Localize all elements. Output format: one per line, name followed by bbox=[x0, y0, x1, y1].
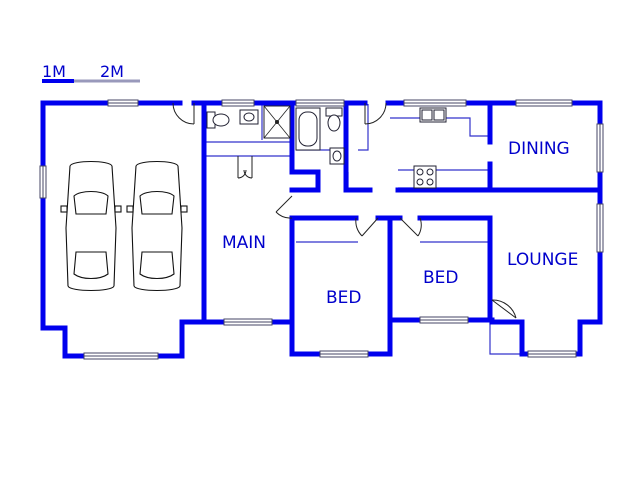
window-bed2-bottom bbox=[419, 316, 469, 324]
shower-icon bbox=[263, 105, 291, 139]
window-main-bottom bbox=[223, 318, 273, 326]
room-label-main: MAIN bbox=[222, 233, 266, 253]
fixtures bbox=[206, 105, 447, 189]
window-lounge-bottom bbox=[527, 350, 577, 358]
window-wc-top bbox=[221, 99, 255, 107]
door-bed-2 bbox=[399, 217, 422, 237]
window-garage-left bbox=[39, 165, 47, 199]
doors bbox=[172, 102, 517, 319]
interior-thin-lines bbox=[204, 104, 522, 355]
kitchen-sink-icon bbox=[419, 107, 447, 123]
toilet-icon bbox=[206, 111, 230, 129]
scale-label-2m: 2M bbox=[100, 62, 124, 81]
car-icon-right bbox=[126, 160, 188, 292]
window-dining-top bbox=[515, 99, 573, 107]
door-wardrobe bbox=[237, 156, 253, 179]
room-label-dining: DINING bbox=[508, 139, 570, 159]
stove-icon bbox=[413, 165, 437, 189]
walls bbox=[40, 100, 603, 359]
window-bed1-bottom bbox=[319, 350, 369, 358]
door-bed-1 bbox=[355, 217, 379, 237]
toilet-2-icon bbox=[325, 107, 343, 132]
window-dining-right bbox=[596, 123, 604, 173]
bath-basin-icon bbox=[329, 147, 345, 165]
window-garage-top bbox=[107, 99, 139, 107]
scale-bar: 1M 2M bbox=[42, 62, 140, 83]
door-garage bbox=[172, 102, 195, 125]
window-lounge-right bbox=[596, 203, 604, 253]
window-kitchen-top bbox=[403, 99, 467, 107]
door-lounge bbox=[491, 299, 517, 319]
room-label-lounge: LOUNGE bbox=[507, 250, 578, 270]
window-garage-bottom bbox=[83, 352, 159, 360]
car-icon-left bbox=[60, 160, 122, 292]
windows bbox=[39, 99, 604, 360]
door-passage bbox=[364, 102, 387, 125]
bathtub-icon bbox=[295, 107, 321, 151]
window-bath-top bbox=[295, 99, 345, 107]
scale-label-1m: 1M bbox=[42, 62, 66, 81]
room-label-bed-1: BED bbox=[326, 288, 362, 308]
door-main-bedroom bbox=[275, 195, 293, 219]
basin-icon bbox=[239, 109, 259, 125]
room-label-bed-2: BED bbox=[423, 268, 459, 288]
